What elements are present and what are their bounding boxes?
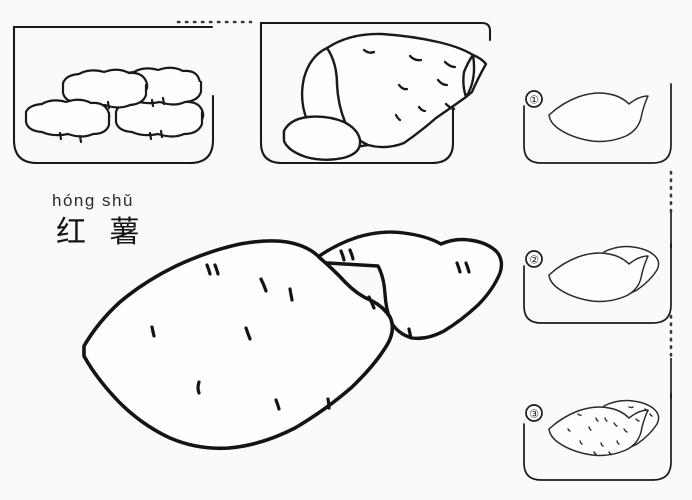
step-1-number-badge [525,90,543,108]
step-1-number-label: ① [529,94,539,107]
main-front-potato-outline [82,239,395,451]
pinyin-text: hóng shǔ [52,191,134,210]
step-1-panel: ① [523,83,672,164]
step-2-panel: ② [523,243,672,324]
step-1-potato-outline [548,92,649,143]
step-2-number-badge [525,250,543,268]
step-2-number-label: ② [529,254,539,267]
word-label-block: hóng shǔ 红 薯 [38,191,228,250]
panel-cut-frame [259,21,478,165]
step-3-frame [523,393,672,481]
panel-cut-frame-corner [451,21,492,42]
step-2-front-potato-outline [548,252,649,303]
step-2-frame [523,243,672,324]
hanzi-text: 红 薯 [56,214,147,250]
sliced-potato-illustration [24,66,205,144]
step-1-frame [523,83,672,164]
panel-sliced-frame [12,25,215,165]
main-back-potato-texture [339,248,471,310]
step-3-front-potato-outline [548,406,649,457]
cut-potato-slice [282,115,362,161]
step-3-texture-dashes [567,406,653,455]
reference-panel-cut [259,21,492,165]
step-3-number-label: ③ [529,408,539,421]
main-front-potato-texture [150,263,413,411]
step-3-panel: ③ [523,393,672,481]
reference-panel-sliced [12,20,253,165]
main-sweet-potato-illustration [82,230,504,451]
step-3-number-badge [525,404,543,422]
